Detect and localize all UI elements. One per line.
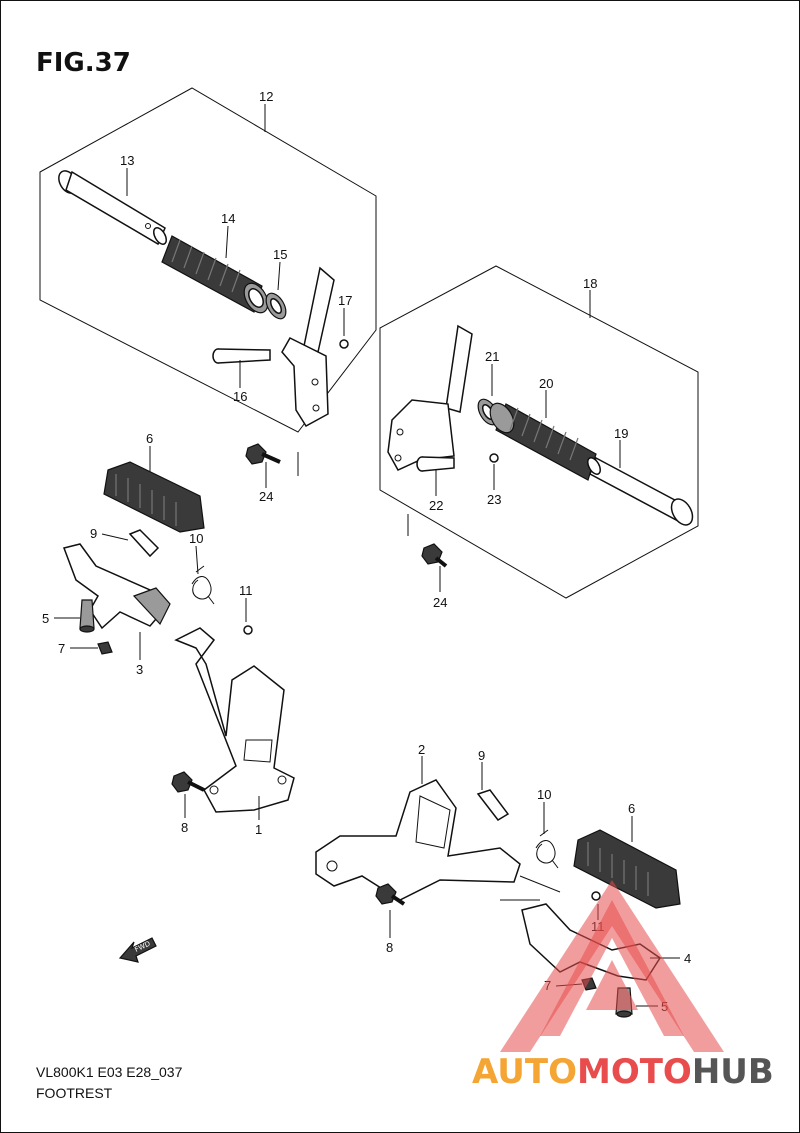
watermark-auto: AUTO — [472, 1052, 577, 1092]
fwd-direction-arrow: FWD — [118, 937, 157, 963]
clevis-pin-22 — [416, 456, 455, 472]
washer-15 — [265, 292, 287, 320]
callout-1: 1 — [255, 822, 262, 837]
bolt-8-left — [171, 771, 205, 793]
cotter-pin-11-left — [243, 625, 253, 635]
callout-8-left: 8 — [181, 820, 188, 835]
footrest-rubber-6-left — [103, 461, 205, 533]
callout-2: 2 — [418, 742, 425, 757]
watermark-text: AUTOMOTOHUB — [472, 1052, 774, 1092]
spring-10-right — [535, 829, 559, 869]
callout-7-left: 7 — [58, 641, 65, 656]
section-name: FOOTREST — [36, 1085, 113, 1101]
callout-4: 4 — [684, 951, 691, 966]
callout-11-left: 11 — [239, 583, 253, 598]
bolt-24-lower — [421, 543, 448, 568]
footrest-bracket-18 — [387, 324, 473, 471]
figure-title: FIG.37 — [36, 48, 131, 78]
spring-10-left — [191, 565, 215, 605]
callout-23: 23 — [487, 492, 501, 507]
callout-12: 12 — [259, 89, 273, 104]
footrest-bracket-3 — [63, 543, 171, 630]
cotter-pin-11-right — [591, 891, 601, 901]
bolt-9-right — [476, 789, 510, 821]
footrest-shaft-19 — [587, 456, 694, 526]
nut-7-left — [97, 641, 113, 655]
callout-3: 3 — [136, 662, 143, 677]
footrest-rubber-14 — [161, 235, 269, 314]
footrest-bracket-12 — [281, 266, 335, 427]
callout-9-left: 9 — [90, 526, 97, 541]
callout-24-upper: 24 — [259, 489, 273, 504]
callout-15: 15 — [273, 247, 287, 262]
watermark-hub: HUB — [692, 1052, 774, 1092]
callout-10-left: 10 — [189, 531, 203, 546]
callout-18: 18 — [583, 276, 597, 291]
bolt-24-upper — [245, 443, 281, 465]
footrest-shaft-13 — [58, 170, 167, 246]
cotter-pin-17 — [339, 339, 349, 349]
bolt-5-left — [79, 599, 95, 633]
callout-19: 19 — [614, 426, 628, 441]
automotohub-watermark-logo — [500, 880, 724, 1052]
cotter-pin-23 — [489, 453, 499, 463]
callout-21: 21 — [485, 349, 499, 364]
bolt-9-left — [128, 529, 160, 558]
callout-24-lower: 24 — [433, 595, 447, 610]
callout-9-right: 9 — [478, 748, 485, 763]
assembly-box-18 — [379, 265, 699, 599]
callout-17: 17 — [338, 293, 352, 308]
callout-14: 14 — [221, 211, 235, 226]
callout-6-left: 6 — [146, 431, 153, 446]
footrest-rubber-20 — [489, 402, 597, 481]
footrest-holder-2 — [315, 779, 521, 901]
watermark-moto: MOTO — [577, 1052, 692, 1092]
callout-8-right: 8 — [386, 940, 393, 955]
model-code: VL800K1 E03 E28_037 — [36, 1064, 183, 1080]
callout-10-right: 10 — [537, 787, 551, 802]
callout-13: 13 — [120, 153, 134, 168]
bolt-8-right — [375, 883, 406, 906]
callout-22: 22 — [429, 498, 443, 513]
callout-16: 16 — [233, 389, 247, 404]
callout-20: 20 — [539, 376, 553, 391]
footrest-holder-1 — [174, 627, 295, 813]
clevis-pin-16 — [212, 348, 271, 364]
callout-6-right: 6 — [628, 801, 635, 816]
assembly-box-12 — [39, 87, 377, 433]
footrest-rubber-6-right — [573, 829, 681, 909]
callout-5-left: 5 — [42, 611, 49, 626]
